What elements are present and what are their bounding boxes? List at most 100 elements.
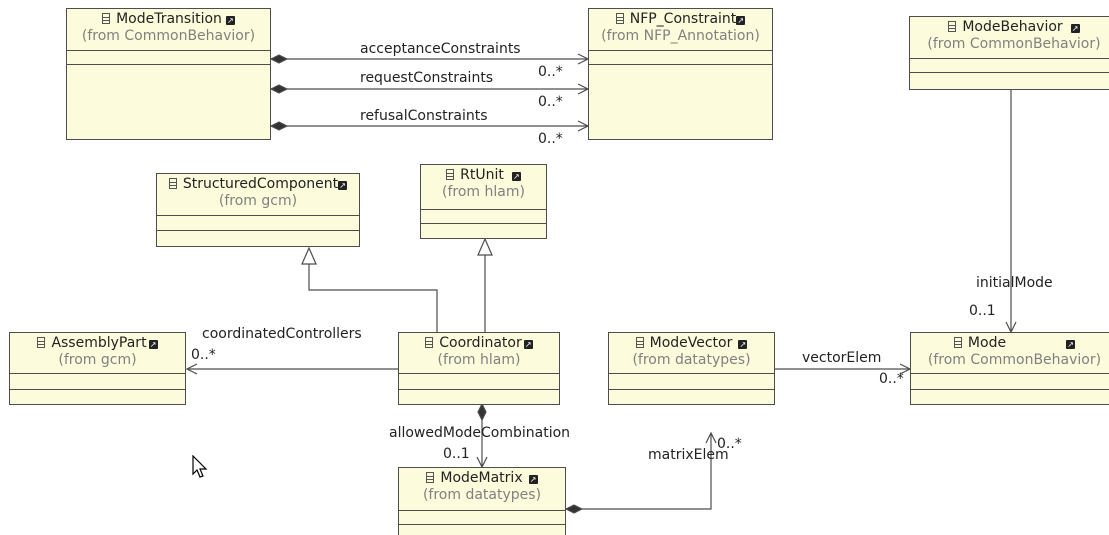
request-diamond xyxy=(269,84,289,94)
matrix-elem-line xyxy=(566,433,712,510)
class-structured-component[interactable]: StructuredComponent↗ (from gcm) xyxy=(156,173,360,247)
class-icon xyxy=(426,472,435,483)
class-icon xyxy=(615,13,624,24)
class-nfp-constraint[interactable]: NFP_Constraint↗ (from NFP_Annotation) xyxy=(588,8,773,140)
shortcut-icon: ↗ xyxy=(528,475,538,484)
class-mode-behavior[interactable]: ModeBehavior ↗ (from CommonBehavior) xyxy=(909,16,1109,90)
class-icon xyxy=(102,13,111,24)
generalization-structured-line xyxy=(308,264,438,332)
class-package: (from CommonBehavior) xyxy=(927,36,1101,52)
class-name: NFP_Constraint xyxy=(629,11,737,27)
allowed-role-label: allowedModeCombination xyxy=(389,425,571,441)
attribute-compartment xyxy=(67,50,270,51)
shortcut-icon: ↗ xyxy=(523,340,533,349)
class-mode[interactable]: Mode ↗ (from CommonBehavior) xyxy=(910,332,1109,405)
matrix-elem-diamond xyxy=(564,504,584,514)
operation-compartment xyxy=(10,389,185,390)
class-package: (from datatypes) xyxy=(632,352,751,368)
operation-compartment xyxy=(399,524,565,525)
initial-mode-role-label: initialMode xyxy=(976,275,1053,291)
class-name: AssemblyPart xyxy=(51,335,147,351)
shortcut-icon: ↗ xyxy=(1066,340,1076,349)
class-package: (from CommonBehavior) xyxy=(927,352,1102,368)
attribute-compartment xyxy=(421,209,546,210)
attribute-compartment xyxy=(910,58,1109,59)
class-mode-transition[interactable]: ModeTransition↗ (from CommonBehavior) xyxy=(66,8,271,140)
shortcut-icon: ↗ xyxy=(738,340,748,349)
class-name: StructuredComponent xyxy=(182,176,339,192)
operation-compartment xyxy=(609,389,774,390)
acceptance-role-label: acceptanceConstraints xyxy=(360,41,521,57)
attribute-compartment xyxy=(399,373,559,374)
class-name: ModeTransition xyxy=(116,11,222,27)
refusal-diamond xyxy=(269,121,289,131)
class-name: Mode xyxy=(967,335,1007,351)
request-role-label: requestConstraints xyxy=(360,70,494,86)
class-package: (from hlam) xyxy=(442,184,525,200)
class-name: RtUnit xyxy=(460,167,504,183)
class-icon xyxy=(37,337,46,348)
operation-compartment xyxy=(421,223,546,224)
class-icon xyxy=(446,169,455,180)
operation-compartment xyxy=(589,64,772,65)
shortcut-icon: ↗ xyxy=(1070,24,1080,33)
class-mode-matrix[interactable]: ModeMatrix ↗ (from datatypes) xyxy=(398,467,566,535)
operation-compartment xyxy=(157,230,359,231)
shortcut-icon: ↗ xyxy=(511,172,521,181)
class-coordinator[interactable]: Coordinator↗ (from hlam) xyxy=(398,332,560,405)
class-package: (from CommonBehavior) xyxy=(81,28,256,44)
operation-compartment xyxy=(399,389,559,390)
coordinated-arrow xyxy=(185,363,198,375)
class-package: (from gcm) xyxy=(58,352,137,368)
attribute-compartment xyxy=(609,373,774,374)
class-package: (from hlam) xyxy=(437,352,521,368)
class-package: (from NFP_Annotation) xyxy=(601,28,760,44)
class-rt-unit[interactable]: RtUnit ↗ (from hlam) xyxy=(420,164,547,239)
class-package: (from gcm) xyxy=(218,193,298,209)
generalization-rtunit-triangle xyxy=(477,237,493,256)
attribute-compartment xyxy=(911,373,1109,374)
matrix-elem-role-label: matrixElem xyxy=(648,447,729,463)
shortcut-icon: ↗ xyxy=(338,181,348,190)
class-name: ModeMatrix xyxy=(440,470,523,486)
class-icon xyxy=(948,21,957,32)
attribute-compartment xyxy=(589,50,772,51)
allowed-diamond xyxy=(477,402,487,422)
operation-compartment xyxy=(910,72,1109,73)
matrix-elem-arrow xyxy=(705,431,717,444)
generalization-structured-triangle xyxy=(301,246,317,265)
coordinated-multiplicity: 0..* xyxy=(191,347,216,363)
attribute-compartment xyxy=(157,215,359,216)
allowed-multiplicity: 0..1 xyxy=(443,446,470,462)
class-icon xyxy=(635,337,644,348)
class-package: (from datatypes) xyxy=(422,487,542,503)
class-name: ModeBehavior xyxy=(962,19,1063,35)
class-icon xyxy=(953,337,962,348)
shortcut-icon: ↗ xyxy=(736,16,746,25)
class-icon xyxy=(168,178,177,189)
matrix-elem-multiplicity: 0..* xyxy=(717,436,742,452)
initial-mode-multiplicity: 0..1 xyxy=(969,303,996,319)
acceptance-multiplicity: 0..* xyxy=(538,64,563,80)
class-name: Coordinator xyxy=(439,335,522,351)
refusal-multiplicity: 0..* xyxy=(538,131,563,147)
vector-elem-multiplicity: 0..* xyxy=(879,371,904,387)
class-assembly-part[interactable]: AssemblyPart↗ (from gcm) xyxy=(9,332,186,405)
operation-compartment xyxy=(67,64,270,65)
class-mode-vector[interactable]: ModeVector ↗ (from datatypes) xyxy=(608,332,775,405)
attribute-compartment xyxy=(399,510,565,511)
request-multiplicity: 0..* xyxy=(538,94,563,110)
refusal-role-label: refusalConstraints xyxy=(360,108,488,124)
shortcut-icon: ↗ xyxy=(225,16,235,25)
class-name: ModeVector xyxy=(649,335,733,351)
coordinated-role-label: coordinatedControllers xyxy=(202,326,362,342)
class-icon xyxy=(425,337,434,348)
mouse-cursor-icon xyxy=(192,455,208,478)
acceptance-diamond xyxy=(269,54,289,64)
operation-compartment xyxy=(911,389,1109,390)
vector-elem-role-label: vectorElem xyxy=(802,350,882,366)
shortcut-icon: ↗ xyxy=(148,340,158,349)
attribute-compartment xyxy=(10,373,185,374)
